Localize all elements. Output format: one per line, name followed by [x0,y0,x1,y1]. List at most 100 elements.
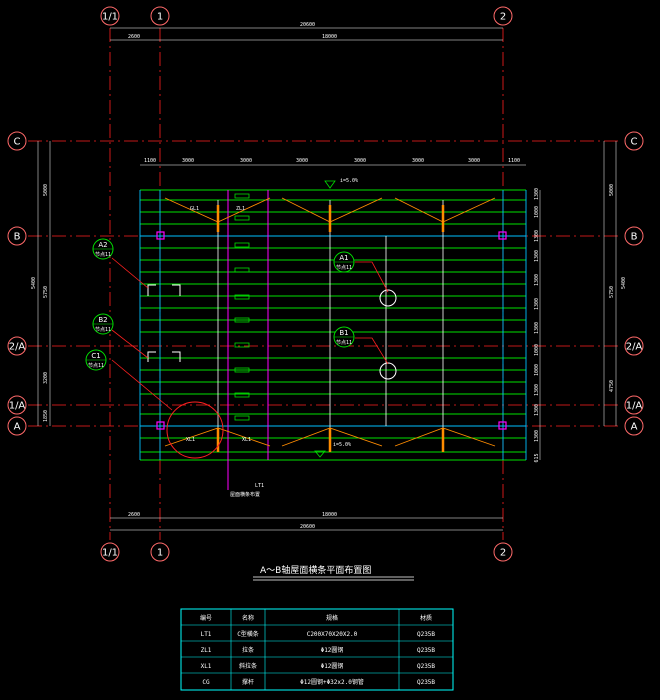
dim-spacing: 1300 [534,430,540,442]
table-cell: Φ12圆钢 [321,646,344,654]
axis-label: 2 [500,548,506,559]
dim-left: 3200 [43,372,49,384]
axis-label: B [631,232,638,243]
detail-callout: B2 节点11 [92,313,114,335]
brace-label-zl1: ZL1 [236,206,245,212]
table-header: 名称 [242,614,254,622]
table-header: 材质 [420,614,432,622]
dim-right: 5000 [609,184,615,196]
purlin-spacing: 1300100013001300130013001300100010001300… [534,188,540,463]
table-cell: Φ12圆钢+Φ32x2.0钢管 [300,678,364,686]
brace-label-gl1: GL1 [190,206,199,212]
dim-spacing: 1300 [534,322,540,334]
ridge-top-label: i=5.0% [340,178,358,184]
axis-bubble: C [624,131,644,151]
brace-label-xl1: XL1 [186,437,195,443]
table-cell: ZL1 [201,647,212,654]
axis-label: 1 [157,548,163,559]
axis-label: 1/A [9,401,26,412]
tie-blocks [234,193,250,421]
dim-right-total: 5400 [621,277,627,289]
axis-bubble: A [624,416,644,436]
dim-left: 5750 [43,286,49,298]
tie-block [234,367,250,373]
table-cell: 拉条 [242,646,254,654]
tie-block [234,342,250,348]
dim-inner: 3000 [182,158,194,164]
table-cell: LT1 [201,631,212,638]
brace-columns [227,190,269,490]
callout-id: B2 [98,316,107,324]
dim-inner: 3000 [354,158,366,164]
callout-id: C1 [91,352,100,360]
callout-sub: 节点11 [95,327,111,333]
table-cell: Q235B [417,631,435,638]
table-cell: C型横条 [237,630,259,638]
dim-left: 5000 [43,184,49,196]
axis-bubble: 1 [150,6,170,26]
axis-label: A [631,422,638,433]
dim-spacing: 1300 [534,298,540,310]
dim-inner: 3000 [296,158,308,164]
table-cell: Φ12圆钢 [321,662,344,670]
table-cell: Q235B [417,647,435,654]
brace-posts [216,205,445,452]
dim-top-1: 2600 [128,34,140,40]
axis-bubble: 1/A [624,395,644,415]
dim-left-total: 5400 [31,277,37,289]
dim-inner: 3000 [468,158,480,164]
axis-label: A [14,422,21,433]
tie-block [234,294,250,300]
tie-block [234,415,250,421]
table-header: 规格 [326,614,338,622]
detail-callout: A2 节点11 [92,238,114,260]
axis-label: B [14,232,21,243]
detail-callout: C1 节点11 [85,349,107,371]
axis-label: 1/1 [102,548,118,559]
dim-inner: 3000 [240,158,252,164]
axis-label: C [631,137,638,148]
axis-bubble: B [624,226,644,246]
tie-block [234,215,250,221]
detail-callout: A1 节点11 [333,251,355,273]
dim-bottom-total: 20600 [300,524,315,530]
dim-spacing: 1300 [534,404,540,416]
note-tag: LT1 [255,483,264,489]
axis-label: 2 [500,12,506,23]
dim-inner: 1100 [508,158,520,164]
table-cell: XL1 [201,663,212,670]
drawing-title: A～B轴屋面横条平面布置图 [260,564,371,576]
dim-spacing: 1300 [534,250,540,262]
callout-sub: 节点11 [88,363,104,369]
axis-label: C [14,137,21,148]
tie-block [234,267,250,273]
axis-label: 1/A [626,401,643,412]
axis-bubble: C [7,131,27,151]
axis-label: 2/A [626,342,643,353]
dim-bottom-1: 2600 [128,512,140,518]
callout-id: A1 [339,254,348,262]
dimension-lines [37,27,617,531]
callout-id: A2 [98,241,107,249]
dim-spacing: 1300 [534,230,540,242]
dim-top-2: 18000 [322,34,337,40]
callout-sub: 节点11 [336,265,352,271]
left-dimensions: 5000 5750 3200 1850 5400 [31,184,49,422]
callout-id: B1 [339,329,348,337]
dim-left: 1850 [43,410,49,422]
axis-bubble: B [7,226,27,246]
detail-highlight-circle [166,401,224,459]
dim-spacing: 1300 [534,274,540,286]
axis-bubble: 1/A [7,395,27,415]
dim-inner: 1100 [144,158,156,164]
callout-sub: 节点11 [95,252,111,258]
dim-right: 4750 [609,380,615,392]
axis-bubble: 2/A [624,336,644,356]
dim-spacing: 615 [534,453,540,462]
axis-bubble: A [7,416,27,436]
openings [147,284,397,380]
